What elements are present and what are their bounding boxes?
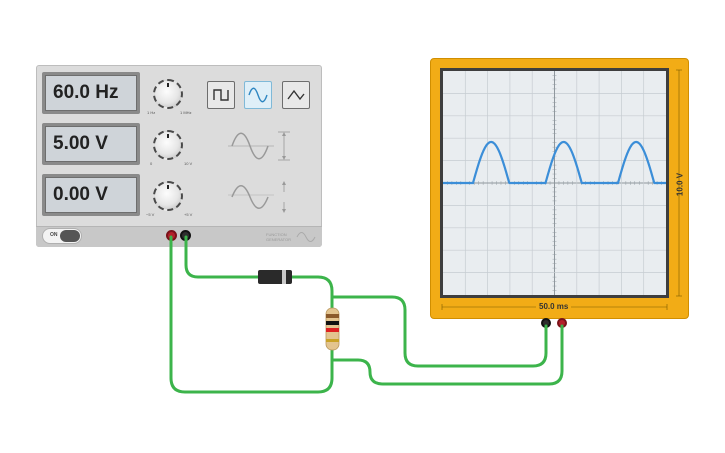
oscilloscope-screen-frame [440, 68, 669, 298]
triangle-wave-icon [287, 89, 305, 101]
frequency-knob-min-label: 1 Hz [147, 110, 156, 115]
power-toggle-thumb [60, 230, 80, 242]
power-toggle[interactable]: ON [42, 228, 82, 244]
offset-knob[interactable] [153, 181, 183, 211]
time-scale-label: 50.0 ms [536, 302, 572, 311]
frequency-knob-max-label: 1 MHz [180, 110, 192, 115]
brand-line-2: GENERATOR [266, 237, 291, 242]
power-toggle-label: ON [50, 232, 58, 238]
offset-knob-max-label: +5 V [184, 212, 193, 217]
oscilloscope-screen [443, 71, 666, 295]
brand-line-1: FUNCTION [266, 232, 287, 237]
amplitude-knob-max-label: 10 V [184, 161, 193, 166]
offset-readout: 0.00 V [45, 177, 137, 213]
amplitude-knob-min-label: 0 [150, 161, 153, 166]
wire-resistor-top-to-scope [330, 295, 548, 368]
square-wave-icon [213, 89, 229, 101]
offset-knob-min-label: −5 V [146, 212, 155, 217]
sine-wave-button[interactable] [244, 81, 272, 109]
function-generator-base [36, 226, 322, 247]
wire-resistor-bottom-to-scope [330, 324, 564, 386]
frequency-readout: 60.0 Hz [45, 75, 137, 111]
offset-indicator-icon [228, 181, 286, 213]
amplitude-indicator-icon [228, 131, 290, 161]
brand-label: FUNCTION GENERATOR [266, 232, 291, 242]
frequency-knob[interactable] [153, 79, 183, 109]
frequency-display: 60.0 Hz [42, 72, 140, 114]
wire-generator-ground-to-diode [184, 235, 260, 279]
wire-generator-positive-to-resistor [169, 235, 334, 394]
resistor[interactable] [325, 307, 340, 351]
amplitude-knob[interactable] [153, 130, 183, 160]
waveform-trace [443, 140, 666, 185]
sine-wave-icon [248, 87, 268, 103]
volt-scale-marker [676, 69, 682, 297]
offset-display: 0.00 V [42, 174, 140, 216]
amplitude-readout: 5.00 V [45, 126, 137, 162]
diode[interactable] [258, 270, 292, 284]
square-wave-button[interactable] [207, 81, 235, 109]
amplitude-display: 5.00 V [42, 123, 140, 165]
triangle-wave-button[interactable] [282, 81, 310, 109]
wire-diode-to-resistor [290, 275, 334, 312]
brand-wave-icon [296, 232, 316, 242]
